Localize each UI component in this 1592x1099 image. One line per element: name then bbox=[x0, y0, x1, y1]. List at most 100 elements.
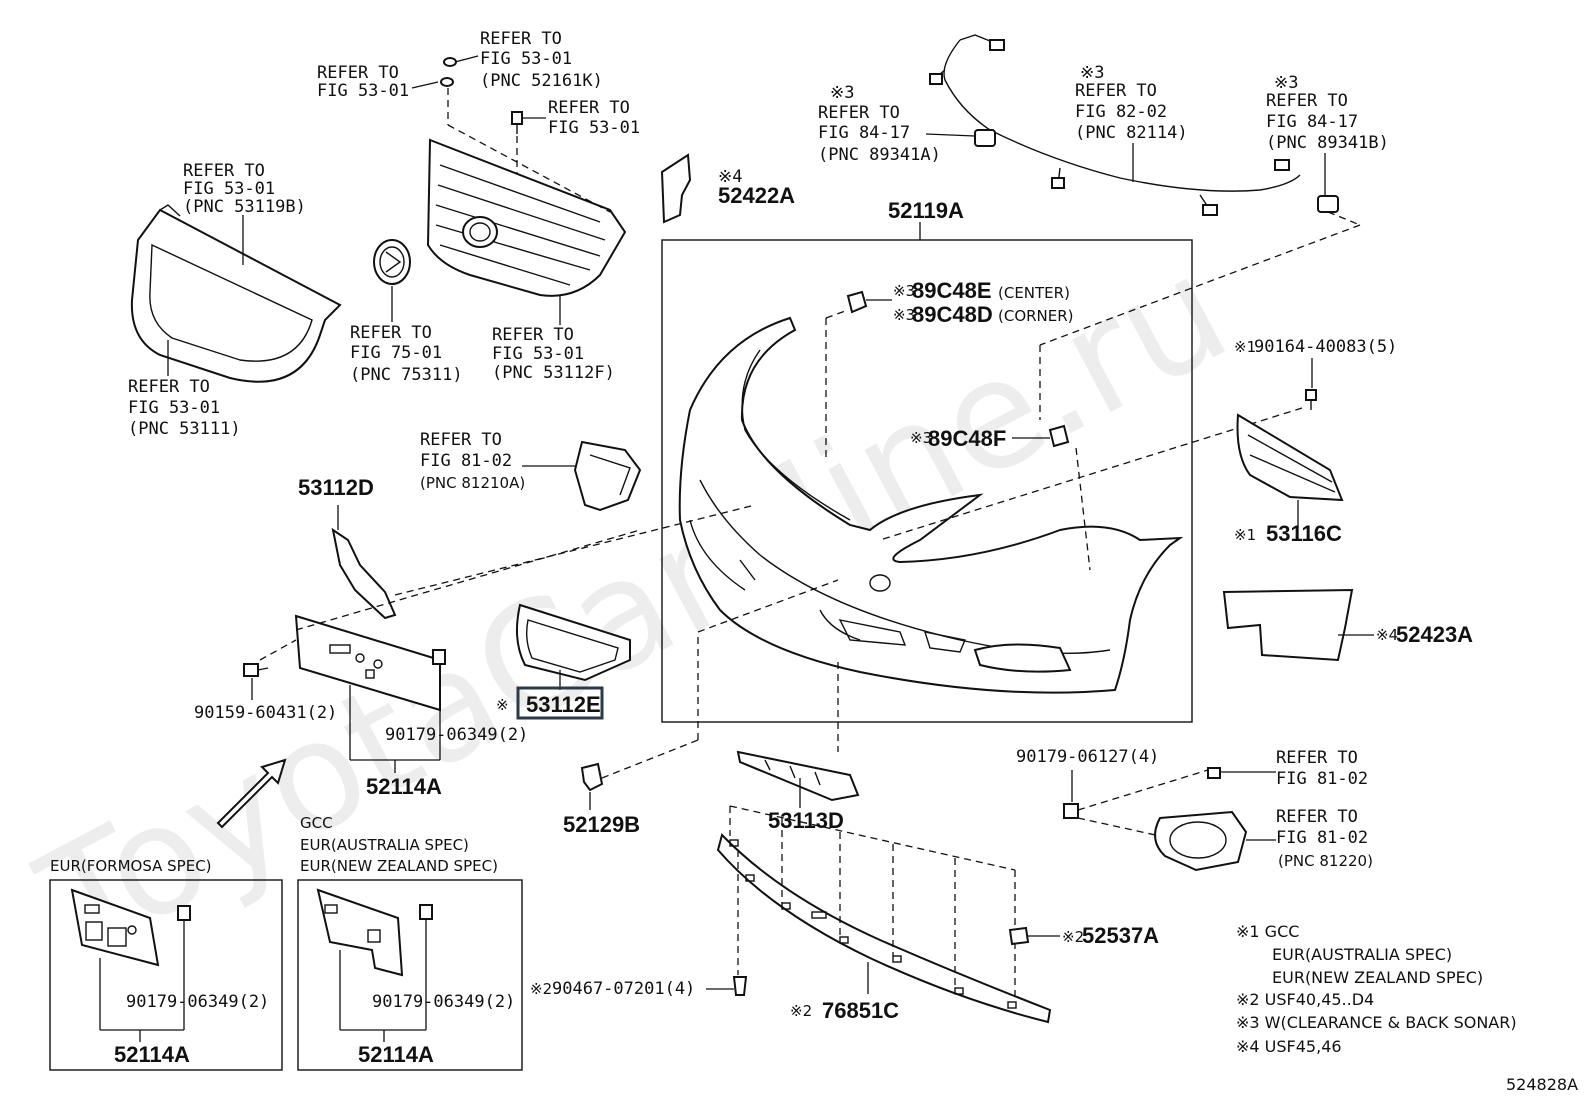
wire-ref-label: ※3 REFER TO FIG 82-02 (PNC 82114) bbox=[1075, 63, 1188, 143]
nut-90179-06127-part[interactable] bbox=[1063, 803, 1079, 819]
screw-part[interactable] bbox=[511, 111, 523, 134]
bolt-90159-part[interactable] bbox=[243, 663, 269, 677]
clip-left-part[interactable] bbox=[440, 77, 454, 87]
part-number-53113D: 53113D bbox=[768, 808, 844, 833]
grille-part[interactable] bbox=[426, 138, 627, 297]
svg-text:FIG 84-17: FIG 84-17 bbox=[818, 123, 910, 143]
svg-text:REFER TO: REFER TO bbox=[818, 103, 900, 123]
clip-89C48E-part[interactable] bbox=[846, 290, 868, 314]
part-53113D[interactable] bbox=[736, 750, 860, 802]
clip-gcc-part[interactable] bbox=[419, 904, 433, 920]
box-left-part-number: 52114A bbox=[114, 1042, 190, 1067]
emblem-part[interactable] bbox=[373, 239, 411, 285]
svg-text:REFER TO: REFER TO bbox=[1075, 81, 1157, 101]
clip-89C48F-part[interactable] bbox=[1048, 424, 1070, 448]
part-number-52114A: 52114A bbox=[366, 774, 442, 799]
part-52422A[interactable] bbox=[660, 153, 692, 224]
svg-text:REFER TO: REFER TO bbox=[492, 325, 574, 345]
license-bracket-gcc-part[interactable] bbox=[316, 888, 404, 977]
svg-text:※3: ※3 bbox=[910, 429, 932, 447]
box-mid-part-number: 52114A bbox=[358, 1042, 434, 1067]
svg-text:REFER TO: REFER TO bbox=[183, 161, 265, 181]
svg-text:FIG 53-01: FIG 53-01 bbox=[492, 344, 584, 364]
bumper-assembly-box bbox=[661, 239, 1193, 723]
svg-text:REFER TO: REFER TO bbox=[1276, 748, 1358, 768]
sensor-right-part[interactable] bbox=[1317, 195, 1339, 213]
part-number-90159-60431: 90159-60431(2) bbox=[194, 703, 337, 723]
part-number-52119A: 52119A bbox=[888, 198, 964, 223]
fog-bracket-part[interactable] bbox=[573, 440, 642, 512]
clip-52537A-part[interactable] bbox=[1008, 926, 1030, 946]
part-number-52537A: 52537A bbox=[1082, 923, 1159, 948]
clip-top-part[interactable] bbox=[443, 57, 457, 67]
part-number-89C48D: 89C48D bbox=[912, 302, 993, 327]
svg-text:EUR(NEW ZEALAND SPEC): EUR(NEW ZEALAND SPEC) bbox=[1272, 968, 1483, 987]
grille-frame-part[interactable] bbox=[130, 204, 342, 383]
svg-text:FIG 53-01: FIG 53-01 bbox=[128, 398, 220, 418]
svg-text:※3: ※3 bbox=[830, 83, 854, 103]
part-52423A[interactable] bbox=[1222, 588, 1354, 662]
svg-text:※4: ※4 bbox=[718, 167, 742, 187]
part-53116C[interactable] bbox=[1236, 413, 1344, 502]
svg-text:EUR(NEW ZEALAND SPEC): EUR(NEW ZEALAND SPEC) bbox=[300, 857, 498, 875]
clip-90179-part[interactable] bbox=[432, 649, 446, 665]
svg-text:REFER TO: REFER TO bbox=[1276, 807, 1358, 827]
svg-text:REFER TO: REFER TO bbox=[480, 29, 562, 49]
lower-spoiler-dash-grid bbox=[729, 805, 1016, 1002]
sensor-left-part[interactable] bbox=[974, 129, 996, 147]
license-bracket-formosa-part[interactable] bbox=[70, 888, 160, 967]
svg-text:(PNC 89341A): (PNC 89341A) bbox=[818, 145, 941, 165]
svg-text:(PNC 81210A): (PNC 81210A) bbox=[420, 474, 525, 492]
svg-text:※4: ※4 bbox=[1376, 626, 1398, 644]
svg-text:※2: ※2 bbox=[790, 1002, 812, 1020]
emblem-ref-label: REFER TO FIG 75-01 (PNC 75311) bbox=[350, 323, 463, 385]
svg-text:(PNC 82114): (PNC 82114) bbox=[1075, 123, 1188, 143]
figure-code: 524828A bbox=[1506, 1075, 1578, 1094]
part-number-52423A: 52423A bbox=[1396, 622, 1473, 647]
fog-lamp-part[interactable] bbox=[1154, 810, 1248, 872]
svg-text:(PNC 53111): (PNC 53111) bbox=[128, 419, 241, 439]
svg-text:REFER TO: REFER TO bbox=[1266, 91, 1348, 111]
svg-text:GCC: GCC bbox=[300, 814, 333, 832]
box-left bbox=[49, 879, 283, 1071]
part-76851C[interactable] bbox=[716, 833, 1052, 1024]
svg-text:※1 GCC: ※1 GCC bbox=[1236, 922, 1299, 941]
svg-text:REFER TO: REFER TO bbox=[317, 63, 399, 83]
svg-text:FIG 81-02: FIG 81-02 bbox=[1276, 828, 1368, 848]
front-direction-arrow bbox=[216, 758, 287, 829]
svg-text:FIG 53-01: FIG 53-01 bbox=[183, 179, 275, 199]
part-52129B[interactable] bbox=[580, 762, 604, 792]
box-left-title: EUR(FORMOSA SPEC) bbox=[50, 857, 212, 875]
fog-lamp-ref-label: REFER TO FIG 81-02 (PNC 81220) bbox=[1276, 807, 1373, 870]
fog-screw-part[interactable] bbox=[1207, 767, 1221, 779]
sonar-wire-part[interactable] bbox=[929, 34, 1301, 216]
svg-text:※3: ※3 bbox=[893, 282, 915, 300]
svg-text:EUR(AUSTRALIA SPEC): EUR(AUSTRALIA SPEC) bbox=[300, 836, 469, 854]
svg-text:※1: ※1 bbox=[1234, 338, 1256, 356]
part-number-90179-06127: 90179-06127(4) bbox=[1016, 747, 1159, 767]
clip-formosa-part[interactable] bbox=[177, 905, 191, 921]
part-number-52129B: 52129B bbox=[563, 812, 640, 837]
screw-ref-label: REFER TO FIG 53-01 bbox=[548, 98, 640, 138]
box-mid-fastener: 90179-06349(2) bbox=[372, 992, 515, 1012]
svg-text:REFER TO: REFER TO bbox=[128, 377, 210, 397]
part-53112D[interactable] bbox=[331, 527, 397, 620]
grille-ref-label: REFER TO FIG 53-01 (PNC 53112F) bbox=[492, 325, 615, 383]
svg-text:(PNC 81220): (PNC 81220) bbox=[1278, 852, 1373, 870]
screw-90164-part[interactable] bbox=[1305, 389, 1317, 410]
grille-outer-ref-label: REFER TO FIG 53-01 (PNC 53111) bbox=[128, 377, 241, 439]
svg-text:FIG 81-02: FIG 81-02 bbox=[1276, 769, 1368, 789]
svg-text:FIG 81-02: FIG 81-02 bbox=[420, 451, 512, 471]
svg-text:FIG 84-17: FIG 84-17 bbox=[1266, 112, 1358, 132]
svg-text:(CENTER): (CENTER) bbox=[998, 284, 1070, 302]
svg-text:※4 USF45,46: ※4 USF45,46 bbox=[1236, 1037, 1342, 1056]
part-53112E[interactable] bbox=[515, 603, 631, 682]
part-number-76851C: 76851C bbox=[822, 998, 899, 1023]
svg-text:FIG 82-02: FIG 82-02 bbox=[1075, 102, 1167, 122]
svg-text:※2 USF40,45..D4: ※2 USF40,45..D4 bbox=[1236, 990, 1374, 1009]
svg-text:(PNC 75311): (PNC 75311) bbox=[350, 365, 463, 385]
clip-90467-part[interactable] bbox=[732, 976, 748, 996]
svg-text:FIG 53-01: FIG 53-01 bbox=[317, 81, 409, 101]
front-bumper-cover-part[interactable] bbox=[678, 316, 1184, 694]
svg-text:※2: ※2 bbox=[530, 980, 552, 998]
